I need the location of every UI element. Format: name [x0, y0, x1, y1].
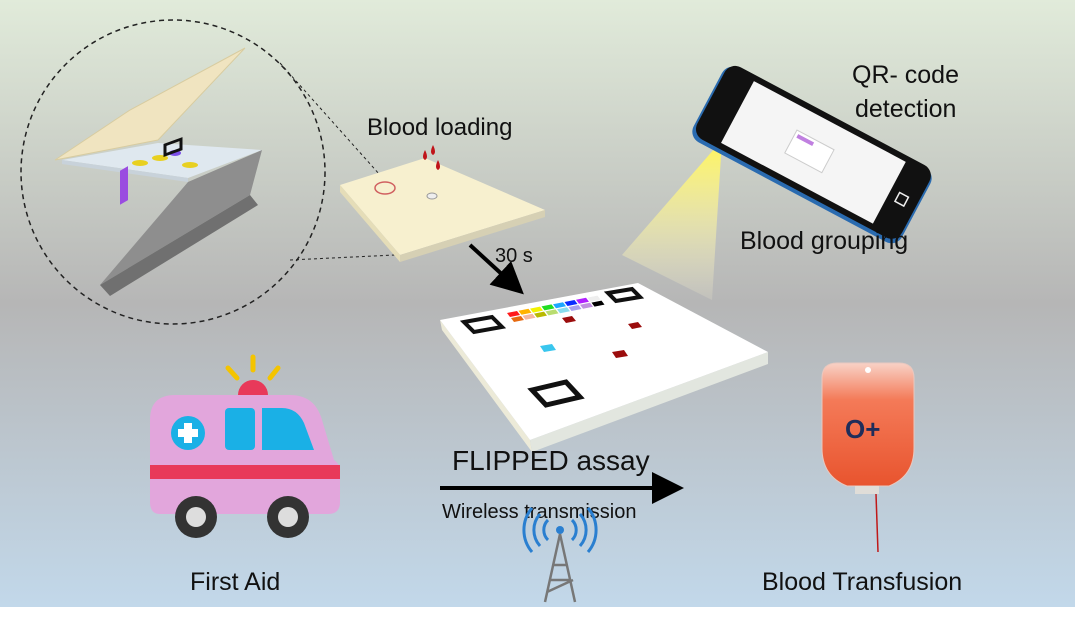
palette-swatch: [522, 313, 536, 320]
test-spot-2: [628, 322, 642, 329]
test-spot-control: [540, 344, 556, 352]
palette-swatch: [564, 300, 578, 306]
first-aid-label: First Aid: [190, 568, 280, 596]
blood-grouping-label: Blood grouping: [740, 227, 908, 255]
palette-swatch: [511, 316, 524, 322]
palette-swatch: [587, 295, 601, 302]
palette-swatch: [507, 311, 520, 317]
wireless-tower-icon: [522, 507, 598, 603]
color-reference-palette: [507, 295, 605, 322]
palette-swatch: [534, 311, 547, 318]
palette-swatch: [591, 300, 605, 307]
blood-type-label: O+: [845, 414, 880, 444]
blood-loading-paper: [340, 145, 545, 262]
palette-swatch: [545, 309, 559, 316]
scan-beam: [622, 140, 722, 300]
test-spot-3: [612, 350, 628, 358]
exploded-layer-view: [20, 19, 396, 325]
blood-bag-icon: O+: [821, 362, 915, 553]
palette-swatch: [580, 302, 593, 309]
step-arrow: [468, 243, 524, 295]
flipped-assay-label: FLIPPED assay: [452, 445, 650, 476]
time-label: 30 s: [495, 245, 533, 267]
palette-swatch: [568, 305, 582, 311]
wireless-transmission-label: Wireless transmission: [442, 501, 636, 523]
qr-detection-label-line2: detection: [855, 95, 956, 123]
palette-swatch: [518, 308, 532, 315]
test-spot-1: [562, 316, 576, 323]
blood-transfusion-label: Blood Transfusion: [762, 568, 962, 596]
palette-swatch: [530, 306, 543, 313]
blood-loading-label: Blood loading: [367, 114, 512, 141]
qr-detection-label-line1: QR- code: [852, 61, 959, 89]
smartphone-icon: [692, 65, 932, 244]
bottom-margin: [0, 607, 1075, 617]
ambulance-icon: [150, 354, 340, 538]
qr-marker-left: [459, 314, 507, 335]
qr-marker-bottom: [527, 379, 585, 408]
fingerprint-icon: [374, 181, 396, 195]
qr-marker-top: [603, 286, 645, 304]
palette-swatch: [576, 297, 589, 304]
palette-swatch: [557, 307, 570, 314]
flipped-assay-plate: [440, 283, 768, 452]
palette-swatch: [553, 302, 566, 309]
blood-drops-icon: [423, 145, 440, 170]
palette-swatch: [541, 304, 555, 311]
